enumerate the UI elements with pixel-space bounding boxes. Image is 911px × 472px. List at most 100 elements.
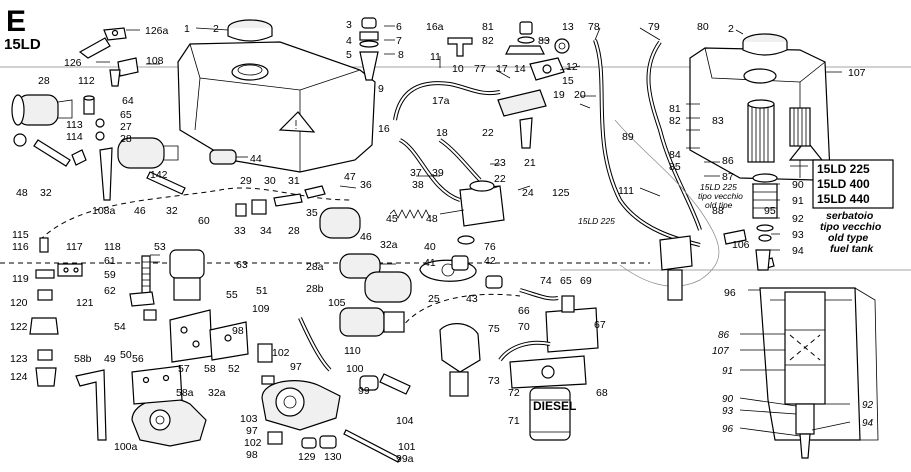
callout-5: 5 bbox=[346, 49, 352, 61]
callout-32a: 32 bbox=[40, 187, 52, 199]
tank-cap-right bbox=[742, 33, 788, 56]
note-serbatoio: serbatoio bbox=[826, 210, 874, 222]
filter-28b bbox=[364, 271, 412, 303]
callout-102a: 102 bbox=[272, 347, 290, 359]
bolt-81-82-83 bbox=[505, 21, 545, 55]
callout-66: 66 bbox=[518, 305, 530, 317]
pump-head-right bbox=[659, 235, 693, 301]
callout-80: 80 bbox=[697, 21, 709, 33]
callout-51: 51 bbox=[256, 285, 268, 297]
callout-62: 62 bbox=[104, 285, 116, 297]
fitting-stack-3-8 bbox=[359, 17, 379, 81]
callout-38: 38 bbox=[412, 179, 424, 191]
fuel-tank-main bbox=[177, 41, 376, 173]
callout-98a: 98 bbox=[232, 325, 244, 337]
callout-18: 18 bbox=[436, 127, 448, 139]
callout-88: 88 bbox=[712, 205, 724, 217]
callout-115: 115 bbox=[12, 229, 29, 241]
fuel-pump-28b bbox=[99, 137, 179, 201]
callout-77: 77 bbox=[474, 63, 486, 75]
bolt-48-32 bbox=[13, 133, 87, 167]
tap-108 bbox=[109, 57, 139, 87]
callout-22a: 22 bbox=[482, 127, 494, 139]
callout-25: 25 bbox=[428, 293, 440, 305]
callout-44: 44 bbox=[250, 153, 262, 165]
callout-65a: 65 bbox=[120, 109, 132, 121]
callout-107b: 107 bbox=[712, 346, 729, 357]
callout-92b: 92 bbox=[862, 400, 874, 411]
callout-69: 69 bbox=[580, 275, 592, 287]
callout-81b: 81 bbox=[669, 103, 681, 115]
callout-86a: 86 bbox=[722, 155, 734, 167]
callout-48: 48 bbox=[16, 187, 28, 199]
callout-85: 85 bbox=[669, 161, 681, 173]
mini-note-model: 15LD 225 bbox=[700, 182, 737, 192]
fuel-pump-28c bbox=[319, 207, 361, 239]
callout-67: 67 bbox=[594, 319, 606, 331]
callout-99: 99 bbox=[358, 385, 370, 397]
mini-note: 15LD 225 tipo vecchio old tipe bbox=[698, 182, 743, 210]
callout-15: 15 bbox=[562, 75, 574, 87]
hose-109 bbox=[298, 317, 332, 372]
callout-126: 126 bbox=[64, 57, 82, 69]
rod-101 bbox=[343, 429, 401, 463]
link-142 bbox=[146, 171, 186, 195]
model-tag: 15LD 225 bbox=[578, 216, 615, 226]
callout-91: 91 bbox=[792, 195, 804, 207]
callout-32d: 32a bbox=[208, 387, 226, 399]
callout-110: 110 bbox=[344, 345, 361, 357]
engine-model: 15LD bbox=[4, 36, 41, 53]
callout-58c: 58a bbox=[176, 387, 194, 399]
callout-97b: 97 bbox=[246, 425, 258, 437]
callout-72: 72 bbox=[508, 387, 520, 399]
callout-13: 13 bbox=[562, 21, 574, 33]
callout-23: 23 bbox=[494, 157, 506, 169]
callout-108: 108 bbox=[146, 55, 164, 67]
plug-113-114 bbox=[95, 118, 105, 141]
callout-14: 14 bbox=[514, 63, 526, 75]
note-tipo-vecchio: tipo vecchio bbox=[820, 221, 882, 233]
callout-9: 9 bbox=[378, 83, 384, 95]
callout-83b: 83 bbox=[712, 115, 724, 127]
fitting-106-94 bbox=[723, 229, 771, 271]
callout-81: 81 bbox=[482, 21, 494, 33]
callout-92a: 92 bbox=[792, 213, 804, 225]
hose-9-10 bbox=[393, 81, 501, 121]
bracket-117 bbox=[57, 263, 83, 277]
return-line-dashed-2 bbox=[399, 293, 521, 331]
callout-109: 109 bbox=[252, 303, 270, 315]
bracket-57-58 bbox=[169, 309, 249, 363]
callout-96b: 96 bbox=[722, 424, 734, 435]
variant-15ld400: 15LD 400 bbox=[817, 177, 870, 191]
callout-121: 121 bbox=[76, 297, 94, 309]
fittings-97-98 bbox=[257, 343, 283, 445]
fuel-hose-89 bbox=[614, 119, 720, 287]
callout-59: 59 bbox=[104, 269, 116, 281]
callout-34: 34 bbox=[260, 225, 272, 237]
callout-48b: 48 bbox=[426, 213, 438, 225]
hose-37-38 bbox=[398, 138, 482, 202]
callout-45: 45 bbox=[386, 213, 398, 225]
callout-120: 120 bbox=[10, 297, 28, 309]
callout-107: 107 bbox=[848, 67, 866, 79]
callout-55: 55 bbox=[226, 289, 238, 301]
tank-cross-section bbox=[759, 287, 879, 459]
callout-47: 47 bbox=[344, 171, 356, 183]
filter-44 bbox=[209, 149, 248, 165]
callout-39: 39 bbox=[432, 167, 444, 179]
note-old-type: old type bbox=[828, 232, 868, 244]
callout-97a: 97 bbox=[290, 361, 302, 373]
callout-98b: 98 bbox=[246, 449, 258, 461]
callout-50: 50 bbox=[120, 349, 132, 361]
callout-10: 10 bbox=[452, 63, 464, 75]
callout-129: 129 bbox=[298, 451, 316, 463]
callout-71: 71 bbox=[508, 415, 520, 427]
callout-31: 31 bbox=[288, 175, 300, 187]
callout-93a: 93 bbox=[792, 229, 804, 241]
callout-28a: 28 bbox=[38, 75, 50, 87]
callout-63: 63 bbox=[236, 259, 248, 271]
bracket-70-67 bbox=[545, 295, 599, 353]
callout-124: 124 bbox=[10, 371, 28, 383]
callout-79: 79 bbox=[648, 21, 660, 33]
callout-105: 105 bbox=[328, 297, 346, 309]
